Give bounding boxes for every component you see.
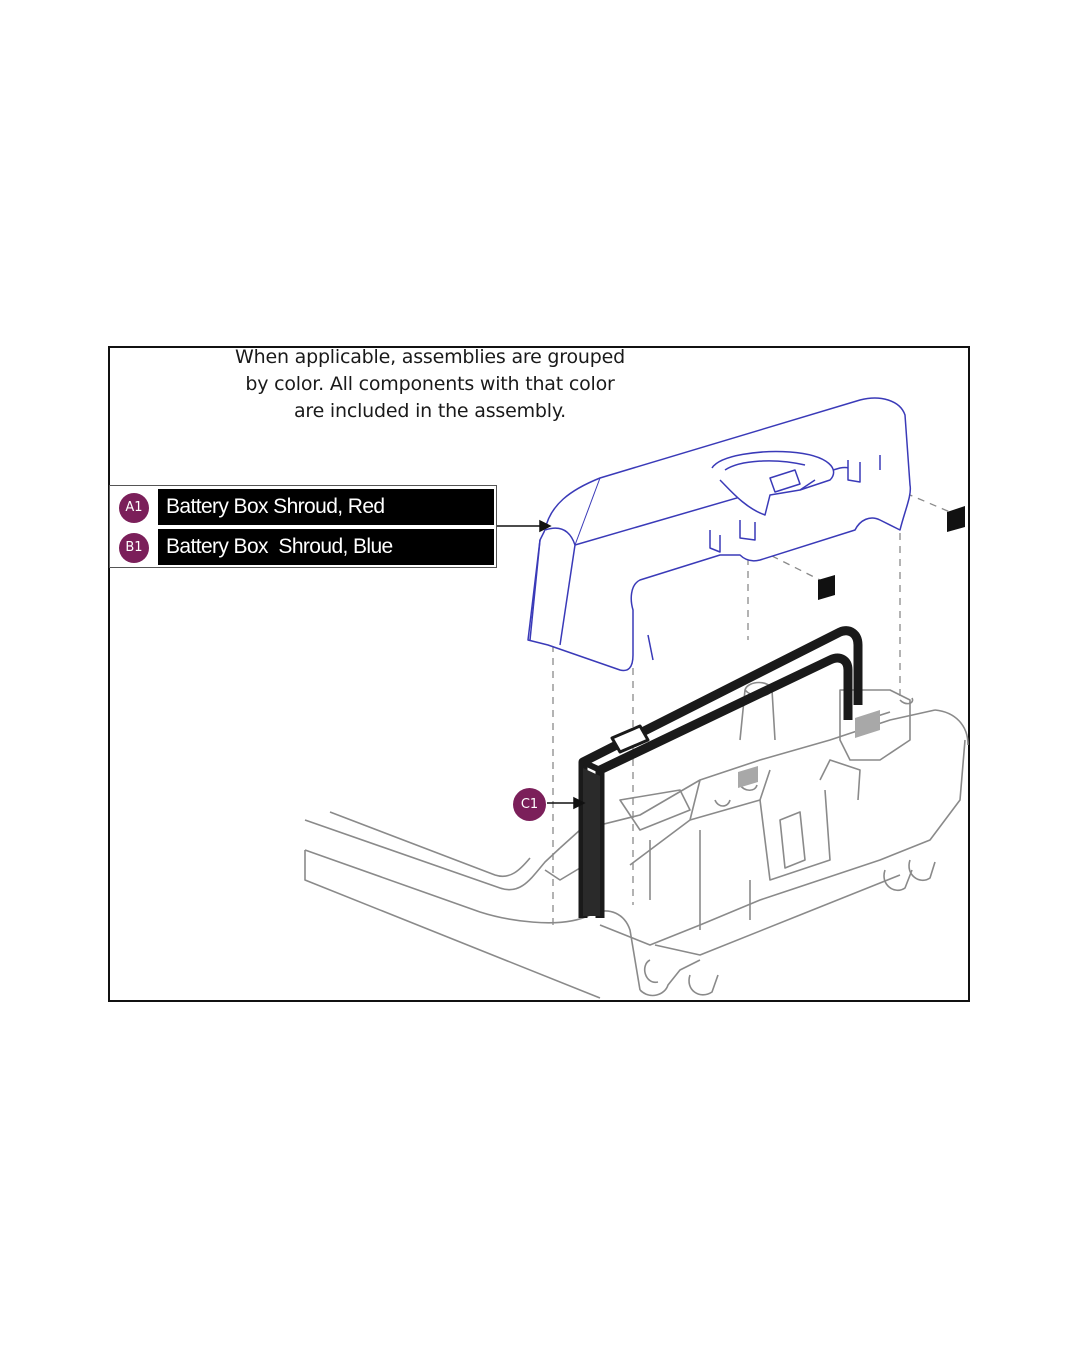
note-line-2: by color. All components with that color	[245, 373, 615, 395]
part-label-b1: Battery Box Shroud, Blue	[158, 529, 494, 565]
strap-end	[583, 768, 600, 916]
note-line-1: When applicable, assemblies are grouped	[235, 346, 625, 368]
base-pads	[738, 710, 880, 788]
hook-loop-pads	[818, 506, 965, 600]
part-label-a1: Battery Box Shroud, Red	[158, 489, 494, 525]
battery-box-shroud	[527, 397, 912, 672]
note-line-3: are included in the assembly.	[293, 400, 567, 422]
leader-arrows	[497, 519, 586, 810]
assembly-note: When applicable, assemblies are grouped …	[190, 344, 670, 425]
legend-item-b1: B1 Battery Box Shroud, Blue	[110, 527, 496, 567]
part-badge-c1: C1	[513, 788, 546, 821]
part-legend: A1 Battery Box Shroud, Red B1 Battery Bo…	[109, 485, 497, 568]
battery-strap	[578, 626, 863, 918]
part-badge-a1: A1	[119, 493, 149, 523]
part-badge-b1: B1	[119, 533, 149, 563]
legend-item-a1: A1 Battery Box Shroud, Red	[110, 487, 496, 527]
